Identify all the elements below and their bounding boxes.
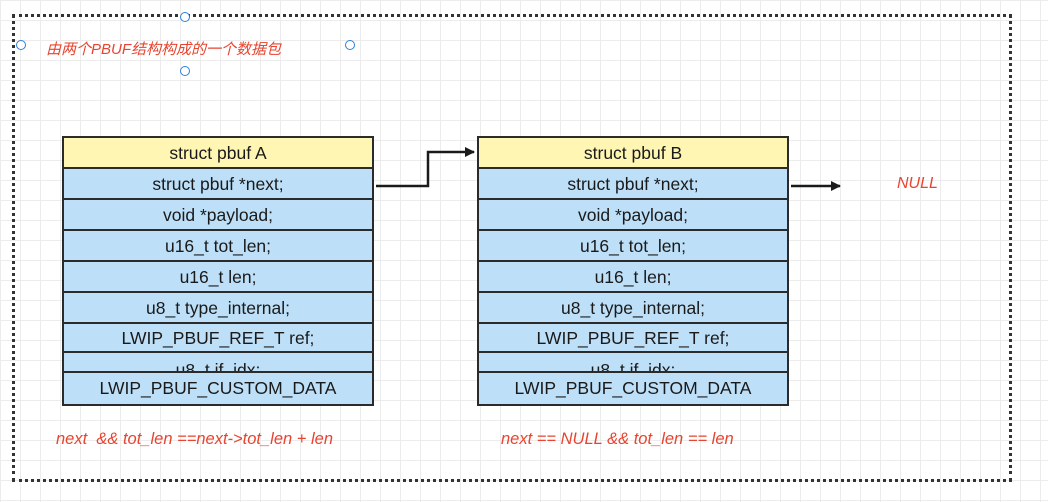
struct-a-field-tot-len: u16_t tot_len; — [64, 231, 372, 262]
null-label[interactable]: NULL — [897, 175, 938, 192]
struct-b-field-next: struct pbuf *next; — [479, 169, 787, 200]
pbuf-struct-b[interactable]: struct pbuf B struct pbuf *next; void *p… — [477, 136, 789, 406]
struct-b-field-if-idx: u8_t if_idx; — [479, 353, 787, 373]
struct-b-field-payload: void *payload; — [479, 200, 787, 231]
struct-a-field-custom-data: LWIP_PBUF_CUSTOM_DATA — [64, 373, 372, 404]
struct-a-caption[interactable]: next && tot_len ==next->tot_len + len — [56, 430, 334, 448]
packet-frame[interactable] — [12, 14, 1012, 482]
next-pointer-arrow-a-to-b[interactable] — [376, 147, 475, 188]
diagram-title[interactable]: 由两个PBUF结构构成的一个数据包 — [46, 41, 282, 58]
struct-b-field-tot-len: u16_t tot_len; — [479, 231, 787, 262]
struct-a-header: struct pbuf A — [64, 138, 372, 169]
selection-handle-bottom[interactable] — [180, 66, 190, 76]
struct-a-field-if-idx: u8_t if_idx; — [64, 353, 372, 373]
selection-handle-right[interactable] — [345, 40, 355, 50]
struct-b-header: struct pbuf B — [479, 138, 787, 169]
pbuf-struct-a[interactable]: struct pbuf A struct pbuf *next; void *p… — [62, 136, 374, 406]
selection-handle-top[interactable] — [180, 12, 190, 22]
struct-b-field-type-internal: u8_t type_internal; — [479, 293, 787, 324]
selection-handle-left[interactable] — [16, 40, 26, 50]
struct-a-field-type-internal: u8_t type_internal; — [64, 293, 372, 324]
struct-a-field-len: u16_t len; — [64, 262, 372, 293]
struct-b-caption[interactable]: next == NULL && tot_len == len — [501, 430, 734, 448]
struct-a-field-ref: LWIP_PBUF_REF_T ref; — [64, 324, 372, 353]
struct-a-field-payload: void *payload; — [64, 200, 372, 231]
struct-b-field-len: u16_t len; — [479, 262, 787, 293]
struct-a-field-next: struct pbuf *next; — [64, 169, 372, 200]
struct-b-field-custom-data: LWIP_PBUF_CUSTOM_DATA — [479, 373, 787, 404]
struct-b-field-ref: LWIP_PBUF_REF_T ref; — [479, 324, 787, 353]
